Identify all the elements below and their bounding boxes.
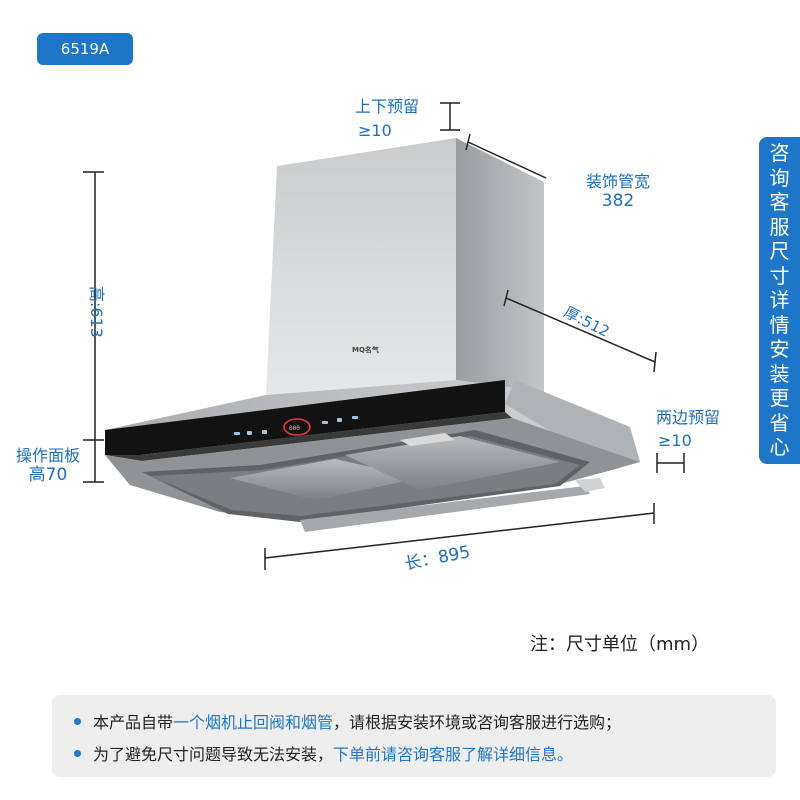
front-bar-tip xyxy=(575,478,605,492)
side-tab-char: 更 xyxy=(769,386,790,411)
dimension-lines xyxy=(83,102,685,570)
canopy-right-slope xyxy=(505,380,640,468)
control-panel-edge xyxy=(105,412,512,461)
panel-label: 操作面板 xyxy=(15,446,80,465)
side-tab-char: 咨 xyxy=(769,141,790,166)
top-gap-label: 上下预留 xyxy=(355,97,420,116)
filter-grille xyxy=(400,433,455,446)
filter-panel-left xyxy=(230,459,420,500)
side-tab-char: 尺 xyxy=(769,239,790,264)
notice-line-2: 为了避免尺寸问题导致无法安装，下单前请咨询客服了解详细信息。 xyxy=(74,741,573,765)
side-tab-char: 客 xyxy=(769,190,790,215)
notice-1-rest: ，请根据安装环境或咨询客服进行选购； xyxy=(333,713,622,732)
filter-panel-right xyxy=(345,436,560,490)
duct-width-value: 382 xyxy=(601,191,635,211)
panel-display xyxy=(283,418,311,436)
duct-width-line xyxy=(467,141,547,179)
brand-logo: MQ名气 xyxy=(352,345,379,354)
consult-service-tab[interactable]: 咨 询 客 服 尺 寸 详 情 安 装 更 省 心 xyxy=(759,137,800,464)
side-tab-char: 询 xyxy=(769,165,790,190)
chimney-side xyxy=(456,138,544,392)
notice-line-1: 本产品自带一个烟机止回阀和烟管，请根据安装环境或咨询客服进行选购； xyxy=(74,709,621,733)
side-tab-char: 省 xyxy=(769,410,790,435)
top-gap-value: ≥10 xyxy=(358,121,392,140)
side-tab-char: 安 xyxy=(769,337,790,362)
notice-2-text: 为了避免尺寸问题导致无法安装， xyxy=(93,745,334,764)
notice-2-highlight: 下单前请咨询客服了解详细信息。 xyxy=(333,745,574,764)
duct-width-label: 装饰管宽 xyxy=(585,172,650,191)
notice-1-highlight: 一个烟机止回阀和烟管 xyxy=(173,713,334,732)
panel-height-label: 高70 xyxy=(28,465,68,485)
panel-buttons xyxy=(234,416,358,435)
side-tab-char: 寸 xyxy=(769,263,790,288)
side-tab-char: 详 xyxy=(769,288,790,313)
side-gap-value: ≥10 xyxy=(658,431,692,450)
model-badge: 6519A xyxy=(37,33,133,65)
side-gap-label: 两边预留 xyxy=(656,408,721,427)
side-tab-char: 情 xyxy=(769,312,790,337)
bullet-icon xyxy=(74,717,81,725)
notice-box: 本产品自带一个烟机止回阀和烟管，请根据安装环境或咨询客服进行选购； 为了避免尺寸… xyxy=(52,695,776,777)
side-tab-char: 装 xyxy=(769,361,790,386)
bullet-icon xyxy=(74,749,81,757)
unit-note: 注：尺寸单位（mm） xyxy=(530,634,710,655)
control-panel xyxy=(105,380,505,455)
chimney-front xyxy=(266,138,456,395)
notice-1-text: 本产品自带 xyxy=(93,713,174,732)
front-bar xyxy=(300,486,590,532)
height-label: 高:613 xyxy=(86,286,106,338)
depth-line xyxy=(505,297,656,363)
model-label: 6519A xyxy=(60,40,110,58)
svg-text:000: 000 xyxy=(289,425,300,432)
side-tab-char: 服 xyxy=(769,214,790,239)
length-line xyxy=(264,512,655,559)
side-tab-char: 心 xyxy=(769,435,790,460)
